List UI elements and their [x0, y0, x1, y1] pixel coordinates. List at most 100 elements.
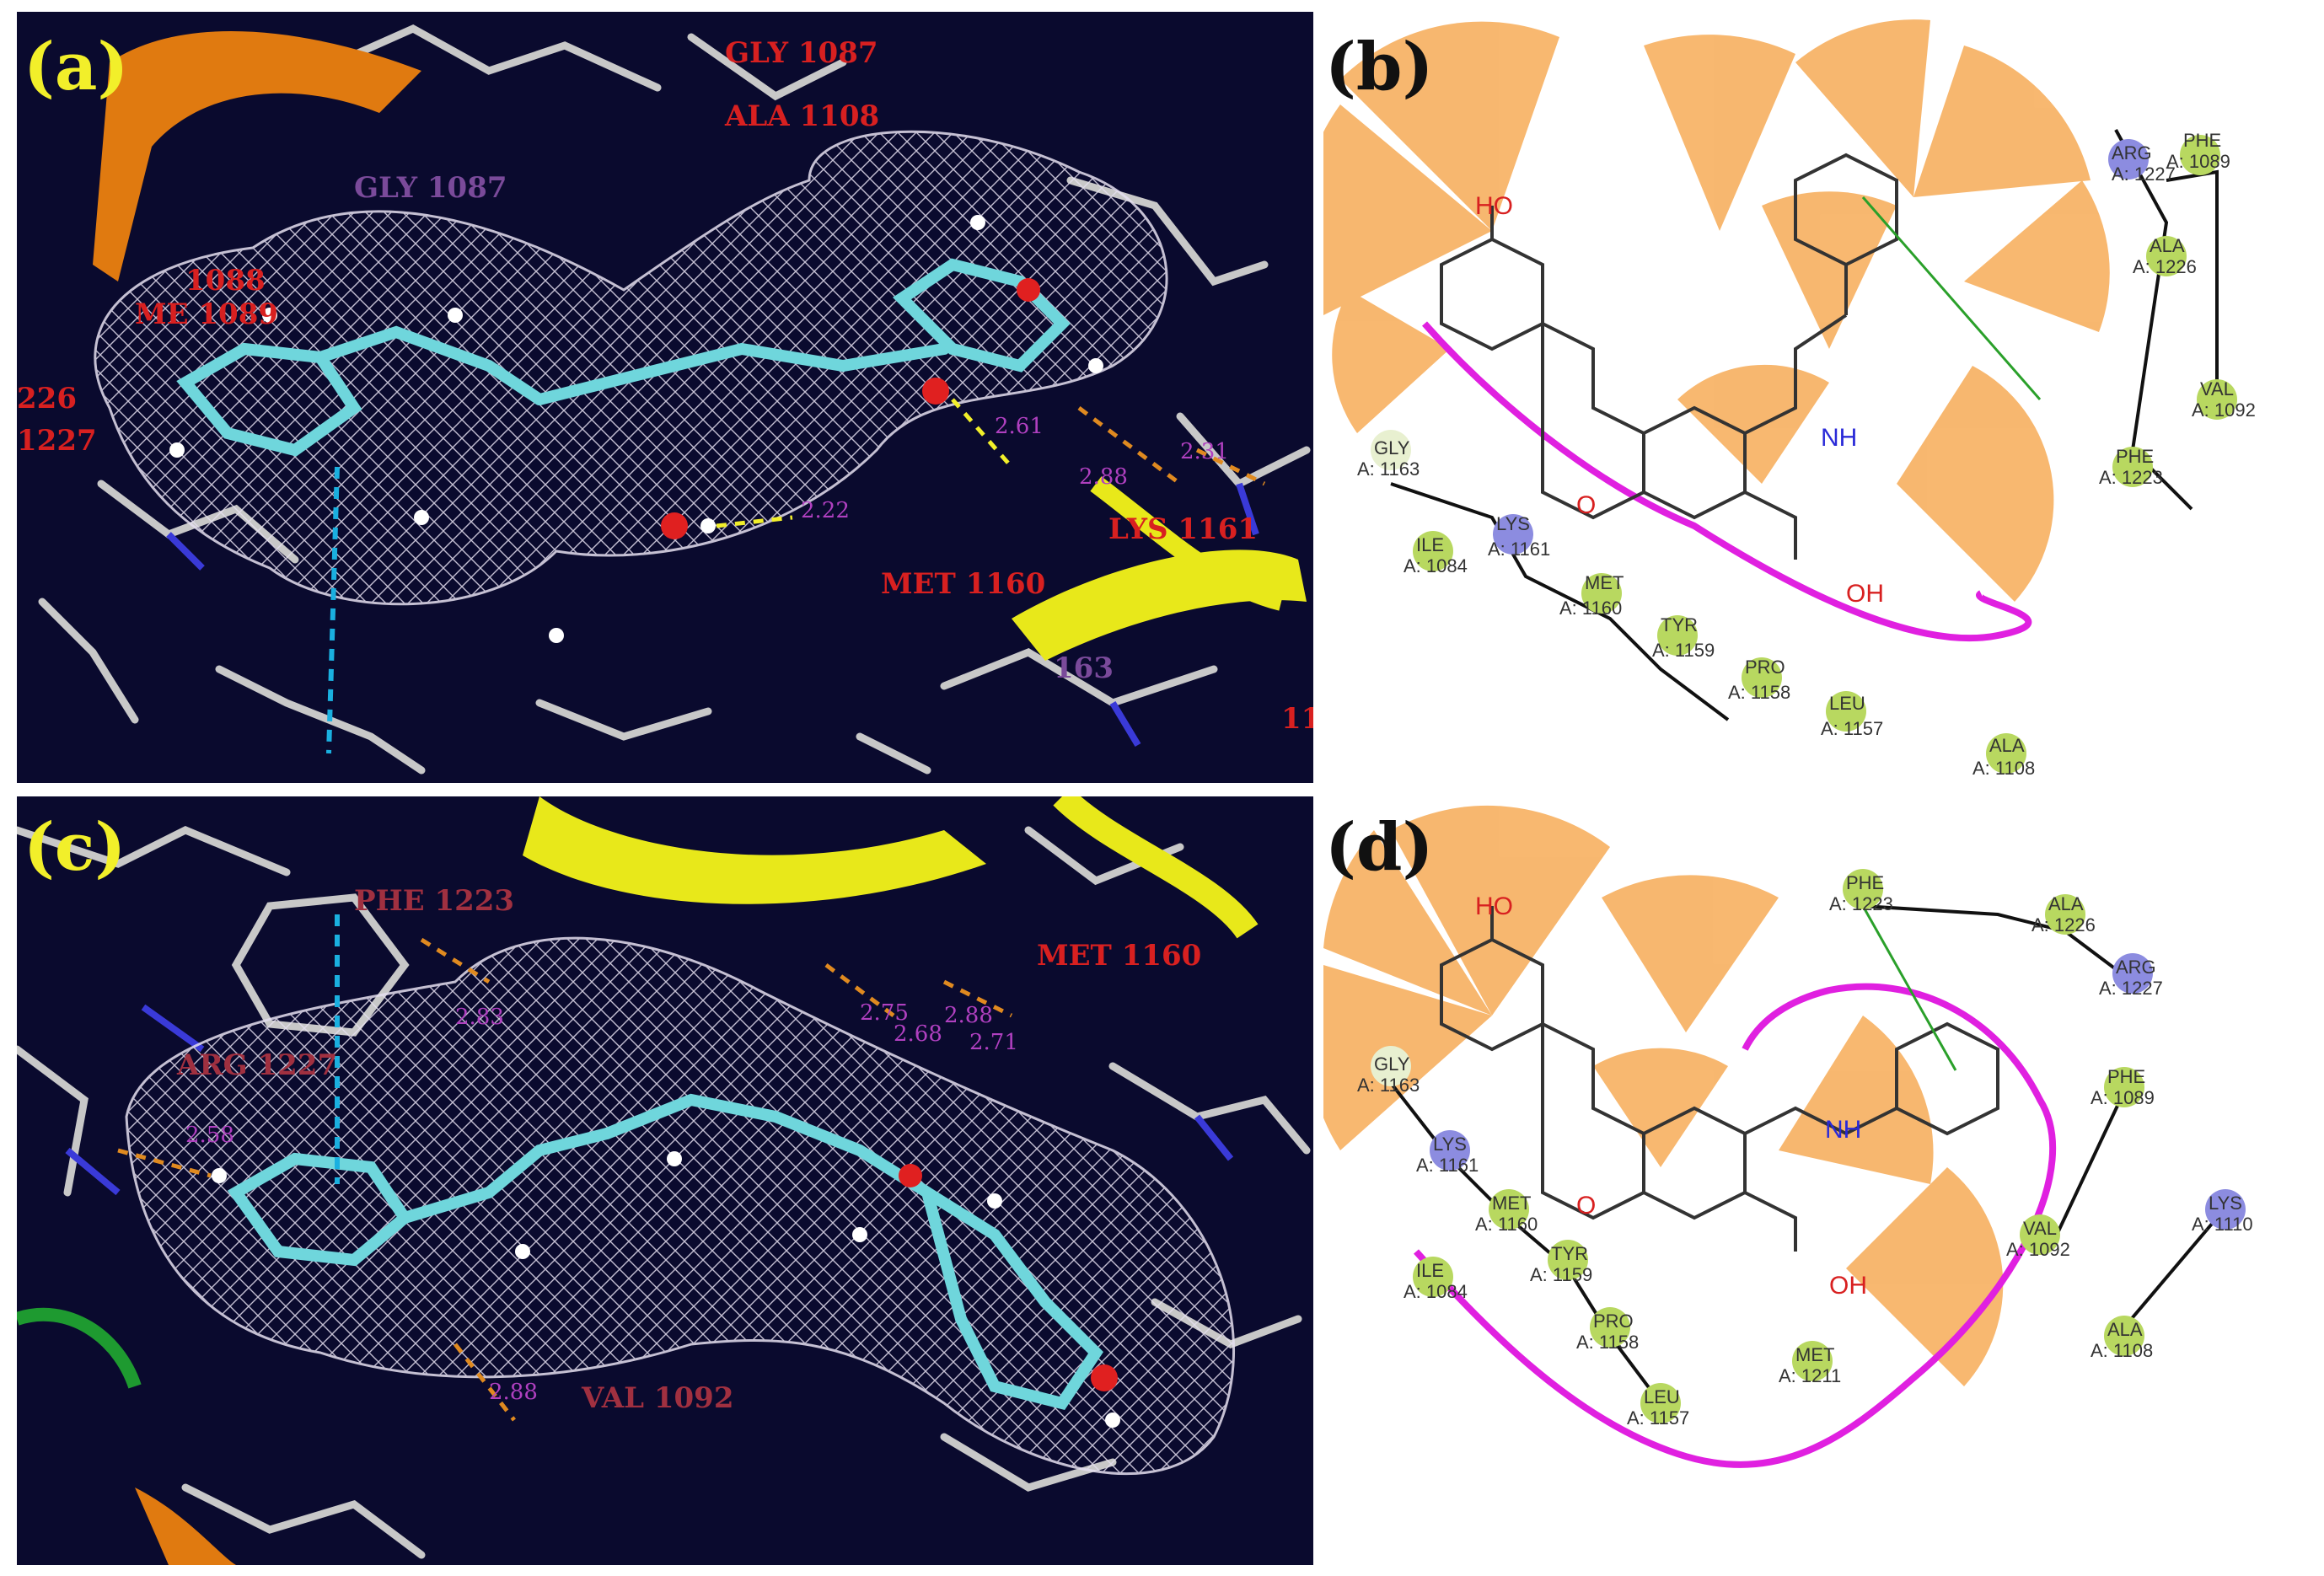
protein-nitrogen-sticks [65, 1004, 1234, 1196]
residue-name: VAL [2023, 1218, 2057, 1239]
residue-id: A: 1084 [1404, 1281, 1468, 1302]
residue-name: ALA [2150, 235, 2185, 256]
residue-id: A: 1223 [1829, 893, 1893, 914]
residue-name: LYS [2209, 1193, 2242, 1214]
ligand-atom-labels: HO O NH OH [1475, 893, 1867, 1300]
residue-name: PHE [2107, 1066, 2145, 1087]
molecular-surface-mesh [125, 936, 1235, 1476]
residue-id: A: 1163 [1357, 458, 1420, 480]
residue-label: 1088 [185, 264, 266, 298]
panel-a-3d-view: GLY 1087 ALA 1108 GLY 1087 1088 ME 1089 … [17, 12, 1313, 783]
distance-label: 2.58 [185, 1123, 234, 1148]
residue-label: 1227 [17, 424, 97, 458]
residue-id: A: 1226 [2031, 914, 2096, 935]
residue-label: ALA 1108 [724, 99, 879, 133]
panel-a-scene: GLY 1087 ALA 1108 GLY 1087 1088 ME 1089 … [17, 24, 1313, 775]
ligand-sticks [227, 1093, 1104, 1410]
residue-id: A: 1157 [1821, 718, 1883, 739]
residue-name: PRO [1593, 1311, 1634, 1332]
alpha-helix [523, 796, 986, 904]
svg-text:OH: OH [1846, 580, 1884, 608]
distance-label: 2.88 [944, 1003, 993, 1028]
residue-name: PHE [1846, 872, 1884, 893]
beta-strand [135, 1488, 236, 1565]
distance-label: 2.83 [455, 1005, 504, 1030]
distance-label: 2.22 [801, 498, 850, 523]
distance-label: 2.61 [995, 414, 1044, 439]
residue-label: 226 [17, 382, 77, 415]
residue-name: ALA [2048, 893, 2084, 914]
svg-text:O: O [1576, 491, 1596, 519]
pi-pi-line [1861, 905, 1957, 1071]
residue-label: ME 1089 [135, 298, 278, 331]
residue-label: 11 [1281, 702, 1313, 736]
residue-label: GLY 1087 [354, 171, 507, 205]
residue-name: MET [1795, 1344, 1834, 1365]
residue-id: A: 1226 [2133, 256, 2197, 277]
residue-name: PHE [2183, 130, 2221, 151]
svg-text:HO: HO [1475, 192, 1513, 220]
ligand-hydrogens [212, 1151, 1120, 1428]
residue-name: TYR [1661, 614, 1698, 635]
residue-label: MET 1160 [881, 567, 1045, 601]
panel-label-d: (d) [1325, 809, 1434, 886]
svg-text:O: O [1576, 1192, 1596, 1220]
residue-label: 163 [1054, 651, 1114, 685]
residue-name: LYS [1496, 513, 1530, 534]
residue-id: A: 1223 [2099, 467, 2163, 488]
distance-label: 2.68 [894, 1021, 942, 1047]
svg-text:NH: NH [1821, 424, 1857, 452]
residue-id: A: 1159 [1652, 640, 1715, 661]
residue-name: GLY [1374, 437, 1410, 458]
residue-id: A: 1161 [1488, 539, 1550, 560]
beta-strand [93, 30, 421, 282]
ligand-atom-labels: HO O NH OH [1475, 192, 1884, 608]
residue-name: ARG [2112, 142, 2152, 163]
loop-green [17, 1307, 142, 1389]
residue-label: VAL 1092 [581, 1381, 734, 1415]
ligand-skeleton [1440, 153, 1898, 560]
hbond-lines [716, 398, 1013, 528]
panel-d-2d-diagram: HO O NH OH PH [1323, 796, 2318, 1565]
residue-name: TYR [1551, 1243, 1588, 1264]
residue-id: A: 1110 [2192, 1214, 2253, 1235]
residue-label: PHE 1223 [354, 884, 514, 918]
binding-pocket-outline [1414, 983, 2057, 1468]
residue-id: A: 1108 [1972, 758, 2035, 779]
residue-id: A: 1089 [2091, 1087, 2155, 1108]
residue-id: A: 1092 [2192, 399, 2256, 421]
residue-id: A: 1089 [2166, 151, 2230, 172]
residue-id: A: 1158 [1728, 682, 1790, 703]
distance-label: 2.88 [489, 1380, 538, 1405]
svg-text:HO: HO [1475, 893, 1513, 920]
distance-label: 2.75 [860, 1000, 909, 1026]
residue-label: LYS 1161 [1108, 512, 1258, 546]
residue-id: A: 1084 [1404, 555, 1468, 576]
panel-c-scene: PHE 1223 ARG 1227 MET 1160 VAL 1092 2.83… [17, 796, 1311, 1565]
panel-label-a: (a) [24, 29, 129, 105]
panel-label-b: (b) [1325, 29, 1434, 105]
panel-d-scene: HO O NH OH PH [1323, 805, 2253, 1468]
panel-c-3d-view: PHE 1223 ARG 1227 MET 1160 VAL 1092 2.83… [17, 796, 1313, 1565]
distance-label: 2.71 [969, 1030, 1018, 1055]
residue-name: LEU [1644, 1386, 1680, 1407]
residue-id: A: 1227 [2112, 163, 2176, 185]
distance-label: 2.31 [1180, 439, 1229, 464]
residue-name: ILE [1416, 1260, 1444, 1281]
residue-backbone [1390, 129, 2219, 721]
molecular-surface-mesh [94, 130, 1168, 606]
residue-label: ARG 1227 [176, 1048, 337, 1082]
residue-id: A: 1163 [1357, 1075, 1420, 1096]
panel-b-2d-diagram: HO O NH OH ARG A: [1323, 12, 2318, 783]
residue-id: A: 1108 [2091, 1340, 2153, 1361]
residue-name: PHE [2116, 446, 2154, 467]
residue-id: A: 1158 [1576, 1332, 1639, 1353]
residue-name: LYS [1433, 1134, 1467, 1155]
panel-label-c: (c) [24, 809, 126, 886]
residue-id: A: 1159 [1530, 1264, 1592, 1285]
residue-name: VAL [2200, 378, 2234, 399]
residue-badges [1371, 869, 2246, 1423]
ligand-oxygens [899, 1164, 1118, 1391]
residue-label: GLY 1087 [725, 36, 878, 70]
residue-name: LEU [1829, 693, 1865, 714]
